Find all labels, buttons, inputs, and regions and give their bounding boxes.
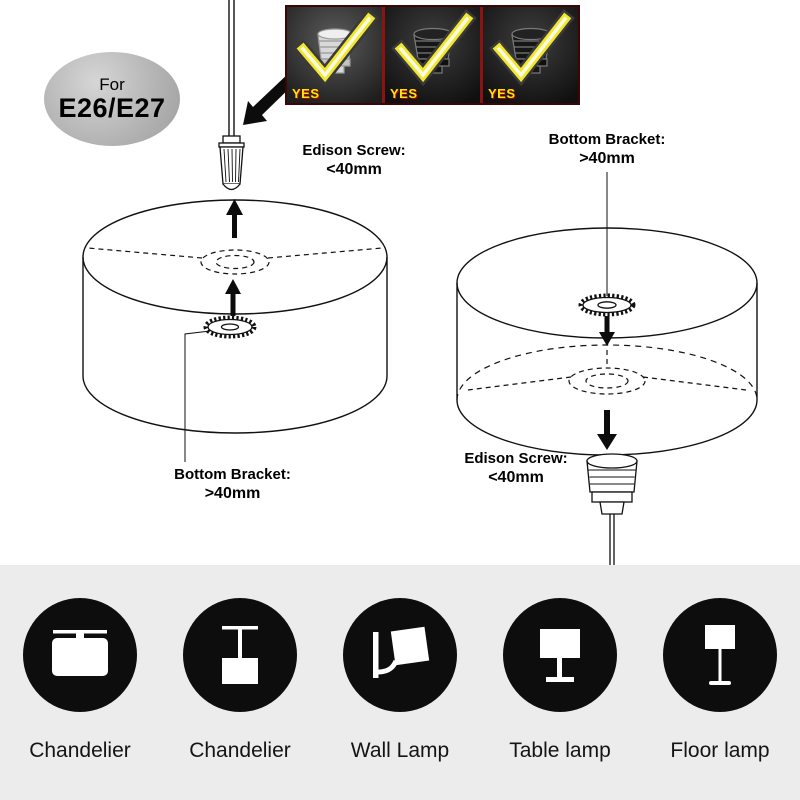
socket-photo-strip: YES [285, 5, 580, 105]
pendant-socket-drawing [218, 135, 245, 191]
right-socket-drawing [586, 453, 638, 565]
annotation-line1: Bottom Bracket: [548, 131, 666, 148]
annotation-edison-screw-top: Edison Screw: <40mm [298, 142, 410, 179]
badge-for-text: For [99, 75, 125, 94]
lamp-type-floor-lamp: Floor lamp [642, 598, 798, 763]
lineart-canvas [82, 0, 758, 565]
pendant-cord [228, 0, 235, 138]
lamp-type-wall-lamp: Wall Lamp [322, 598, 478, 763]
lamp-type-label: Chandelier [29, 739, 131, 762]
yes-label: YES [292, 86, 320, 101]
right-down-arrows [597, 316, 617, 450]
lamp-type-band: Chandelier Chandelier Wall Lamp [0, 565, 800, 800]
socket-photo-2: YES [385, 7, 483, 103]
lamp-type-label: Floor lamp [670, 739, 770, 762]
badge-size-text: E26/E27 [58, 93, 166, 123]
lamp-type-label: Table lamp [509, 739, 611, 762]
yes-label: YES [390, 86, 418, 101]
lamp-type-label: Wall Lamp [350, 739, 450, 762]
checkmark-icon [293, 9, 379, 87]
yes-label: YES [488, 86, 516, 101]
black-socket-illustration [489, 9, 575, 87]
lamp-type-label: Chandelier [189, 739, 291, 762]
checkmark-icon [489, 9, 575, 87]
left-spider-dashed [87, 247, 383, 275]
left-leader-line [184, 330, 211, 462]
floor-lamp-icon [663, 598, 777, 712]
right-bracket-ring [578, 293, 636, 317]
socket-photo-1: YES [287, 7, 385, 103]
table-lamp-icon [503, 598, 617, 712]
left-bracket-ring [203, 315, 257, 339]
annotation-line2: >40mm [579, 150, 635, 167]
black-socket-illustration [391, 9, 477, 87]
left-up-arrows [225, 199, 243, 316]
checkmark-icon [391, 9, 477, 87]
right-spider-dashed [467, 350, 747, 395]
installation-diagram: For E26/E27 [44, 0, 758, 565]
annotation-edison-screw-bottom: Edison Screw: <40mm [464, 450, 568, 487]
annotation-line2: <40mm [488, 469, 544, 486]
pendant-lamp-icon [183, 598, 297, 712]
lamp-type-chandelier-1: Chandelier [2, 598, 158, 763]
annotation-line2: <40mm [326, 161, 382, 178]
socket-photo-3: YES [483, 7, 578, 103]
lamp-type-table-lamp: Table lamp [482, 598, 638, 763]
wall-lamp-icon [343, 598, 457, 712]
white-socket-illustration [293, 9, 379, 87]
annotation-line2: >40mm [204, 485, 261, 502]
annotation-line1: Edison Screw: [302, 142, 406, 159]
annotation-bottom-bracket-right: Bottom Bracket: >40mm [544, 131, 670, 168]
annotation-line1: Bottom Bracket: [174, 466, 291, 483]
annotation-line1: Edison Screw: [464, 450, 568, 467]
lamp-type-chandelier-2: Chandelier [162, 598, 318, 763]
socket-size-badge: For E26/E27 [44, 52, 180, 146]
flush-ceiling-lamp-icon [23, 598, 137, 712]
annotation-bottom-bracket-left: Bottom Bracket: >40mm [170, 466, 295, 503]
